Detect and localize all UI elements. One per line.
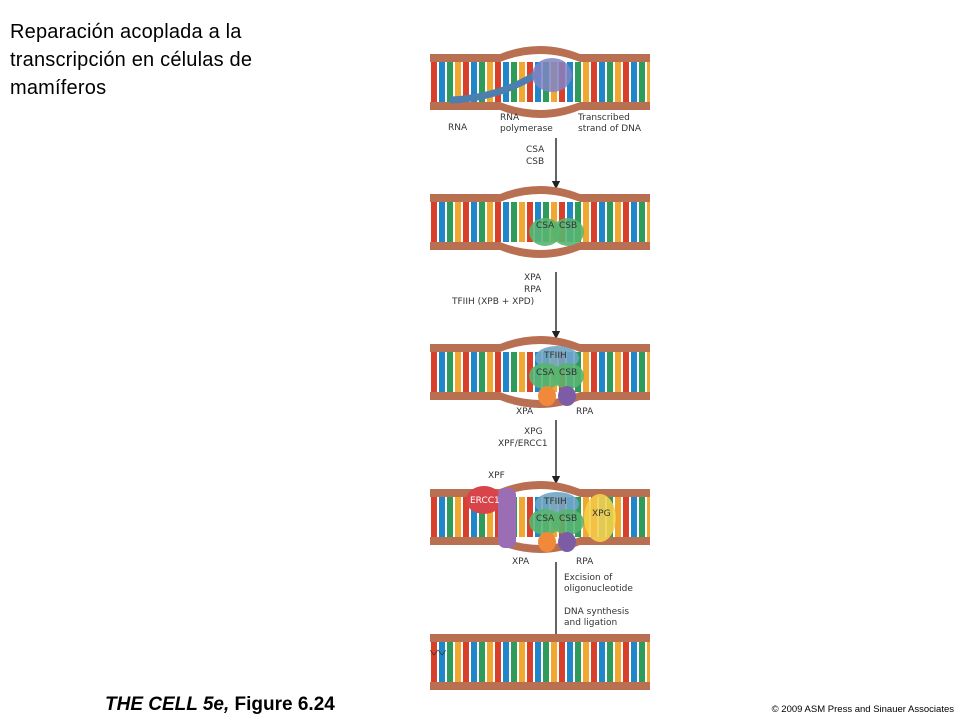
label-excision-2: oligonucleotide (564, 584, 633, 594)
repair-diagram: RNA RNA polymerase Transcribed strand of… (430, 46, 651, 690)
label-xpg-a: XPG (524, 427, 543, 437)
protein-csa-3: CSA (536, 368, 555, 378)
xpg-protein (584, 494, 616, 542)
label-synthesis-1: DNA synthesis (564, 607, 629, 617)
ercc1-protein (466, 486, 502, 514)
xpa-protein-4 (538, 532, 556, 552)
label-xpf: XPF (488, 471, 505, 481)
csa-protein-3 (529, 363, 561, 389)
book-title: THE CELL 5e, (105, 694, 230, 715)
xpf-protein (498, 488, 516, 548)
rpa-protein-3 (558, 386, 576, 406)
protein-csb-3: CSB (559, 368, 577, 378)
xpa-protein-3 (538, 386, 556, 406)
protein-csa-4: CSA (536, 514, 555, 524)
protein-tfiih-4: TFIIH (543, 497, 567, 507)
label-xpf-ercc1: XPF/ERCC1 (498, 439, 548, 449)
label-csb-1: CSB (526, 157, 544, 167)
label-rpa-a: RPA (524, 285, 542, 295)
csb-protein-2 (552, 218, 584, 246)
rna-polymerase (532, 58, 572, 92)
slide-title: Reparación acoplada a la transcripción e… (10, 21, 253, 99)
copyright-notice: © 2009 ASM Press and Sinauer Associates (771, 704, 954, 715)
rna-strand (449, 69, 542, 104)
label-xpa-4: XPA (512, 557, 530, 567)
figure-credit: THE CELL 5e, Figure 6.24 (105, 694, 335, 716)
label-synthesis-2: and ligation (564, 618, 617, 628)
protein-tfiih-3: TFIIH (543, 351, 567, 361)
label-tfiih-long: TFIIH (XPB + XPD) (451, 297, 534, 307)
rpa-protein-4 (558, 532, 576, 552)
label-rna-polymerase-1: RNA (500, 113, 520, 123)
figure-number: Figure 6.24 (229, 694, 335, 715)
label-csa-1: CSA (526, 145, 545, 155)
csb-protein-3 (552, 363, 584, 389)
csa-protein-4 (529, 509, 561, 535)
label-xpa-3: XPA (516, 407, 534, 417)
label-excision-1: Excision of (564, 573, 613, 583)
label-xpa-a: XPA (524, 273, 542, 283)
protein-ercc1: ERCC1 (470, 496, 500, 506)
csb-protein-4 (552, 509, 584, 535)
label-rna-polymerase-2: polymerase (500, 124, 553, 134)
label-transcribed-strand-1: Transcribed (577, 113, 630, 123)
protein-xpg: XPG (592, 509, 611, 519)
protein-csa-2: CSA (536, 221, 555, 231)
protein-csb-2: CSB (559, 221, 577, 231)
label-rpa-3: RPA (576, 407, 594, 417)
label-rna: RNA (448, 123, 468, 133)
label-rpa-4: RPA (576, 557, 594, 567)
label-transcribed-strand-2: strand of DNA (578, 124, 642, 134)
csa-protein-2 (529, 218, 561, 246)
step-5-duplex (430, 633, 651, 690)
protein-csb-4: CSB (559, 514, 577, 524)
